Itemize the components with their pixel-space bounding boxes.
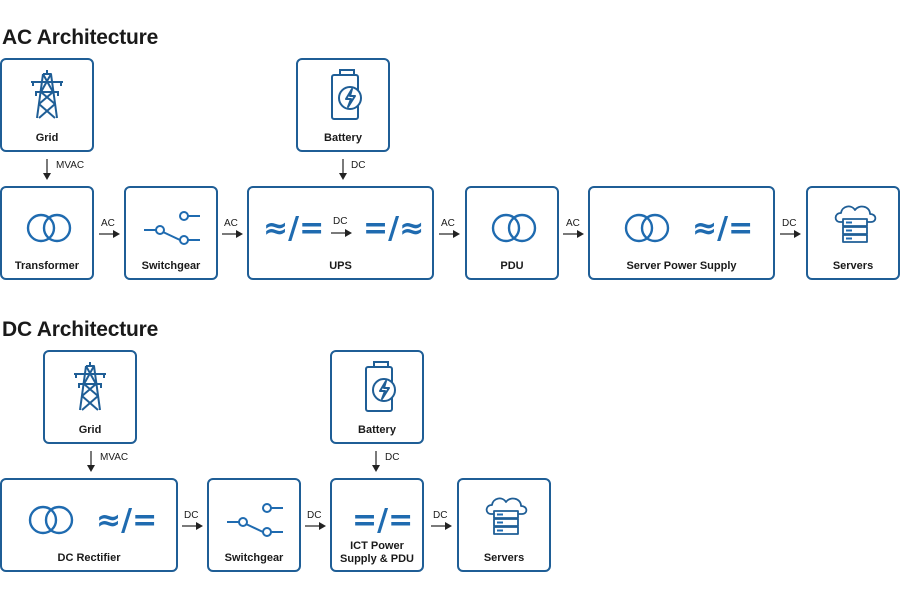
switch-icon	[144, 211, 200, 245]
dc-switchgear-label: Switchgear	[224, 552, 284, 564]
ac-switchgear-box: Switchgear	[124, 186, 218, 280]
power-tower-icon	[31, 70, 63, 119]
battery-icon	[331, 69, 362, 120]
ac-title: AC Architecture	[2, 26, 159, 49]
ac-ups-box: ≈/= DC =/≈ UPS	[247, 186, 434, 280]
ac-link-label-3: AC	[441, 218, 455, 229]
dc-grid-box: Grid	[43, 350, 137, 444]
dc-battery-link-label: DC	[385, 452, 400, 463]
transformer-icon	[491, 213, 537, 243]
dc-link-label-3: DC	[433, 510, 448, 521]
ac-pdu-box: PDU	[465, 186, 559, 280]
ac-battery-box: Battery	[296, 58, 390, 152]
ac-servers-label: Servers	[832, 260, 874, 272]
dc-link-label-2: DC	[307, 510, 322, 521]
dc-arrow-3	[431, 522, 452, 530]
ac-link-label-4: AC	[566, 218, 580, 229]
transformer-icon	[624, 213, 670, 243]
dc-grid-label: Grid	[78, 424, 102, 436]
dc-ict-label-line2: Supply & PDU	[340, 553, 414, 565]
ac-grid-box: Grid	[0, 58, 94, 152]
ac-battery-label: Battery	[324, 132, 362, 144]
ac-link-label-2: AC	[224, 218, 238, 229]
ac-arrow-3	[439, 230, 460, 238]
cloud-server-icon	[834, 205, 877, 243]
ac-ups-dc-ac-symbol: =/≈	[363, 211, 425, 246]
ac-ups-inner-link-label: DC	[333, 216, 348, 227]
ac-psu-box: ≈/= Server Power Supply	[588, 186, 775, 280]
dc-battery-arrow	[372, 451, 380, 472]
ac-grid-link-label: MVAC	[56, 160, 85, 171]
ac-psu-label: Server Power Supply	[626, 260, 737, 272]
dc-rectifier-ac-dc-symbol: ≈/=	[96, 503, 158, 538]
transformer-icon	[28, 505, 74, 535]
ac-arrow-4	[563, 230, 584, 238]
ac-battery-arrow	[339, 159, 347, 180]
ac-ups-inner-arrow	[331, 229, 352, 237]
dc-arrow-2	[305, 522, 326, 530]
ac-battery-link-label: DC	[351, 160, 366, 171]
cloud-server-icon	[485, 497, 528, 535]
ac-arrow-2	[222, 230, 243, 238]
dc-rectifier-label: DC Rectifier	[57, 552, 121, 564]
ac-ups-ac-dc-symbol: ≈/=	[263, 211, 325, 246]
dc-rectifier-box: ≈/= DC Rectifier	[0, 478, 178, 572]
ac-link-label-5: DC	[782, 218, 797, 229]
battery-icon	[365, 361, 396, 412]
ac-grid-label: Grid	[35, 132, 59, 144]
dc-grid-arrow	[87, 451, 95, 472]
ac-transformer-box: Transformer	[0, 186, 94, 280]
ac-arrow-5	[780, 230, 801, 238]
ac-transformer-label: Transformer	[14, 260, 80, 272]
dc-battery-label: Battery	[358, 424, 396, 436]
ac-servers-box: Servers	[806, 186, 900, 280]
dc-ict-dc-dc-symbol: =/=	[352, 503, 414, 538]
ac-pdu-label: PDU	[500, 260, 524, 272]
transformer-icon	[26, 213, 72, 243]
ac-switchgear-label: Switchgear	[141, 260, 201, 272]
switch-icon	[227, 503, 283, 537]
ac-link-label-1: AC	[101, 218, 115, 229]
dc-ict-label-line1: ICT Power	[350, 540, 404, 552]
power-tower-icon	[74, 362, 106, 411]
dc-arrow-1	[182, 522, 203, 530]
ac-psu-ac-dc-symbol: ≈/=	[692, 211, 754, 246]
ac-ups-label: UPS	[329, 260, 352, 272]
dc-servers-label: Servers	[483, 552, 525, 564]
dc-title: DC Architecture	[2, 318, 159, 341]
dc-switchgear-box: Switchgear	[207, 478, 301, 572]
dc-link-label-1: DC	[184, 510, 199, 521]
ac-arrow-1	[99, 230, 120, 238]
dc-ict-box: =/= ICT Power Supply & PDU	[330, 478, 424, 572]
dc-battery-box: Battery	[330, 350, 424, 444]
dc-grid-link-label: MVAC	[100, 452, 129, 463]
dc-servers-box: Servers	[457, 478, 551, 572]
ac-grid-arrow	[43, 159, 51, 180]
